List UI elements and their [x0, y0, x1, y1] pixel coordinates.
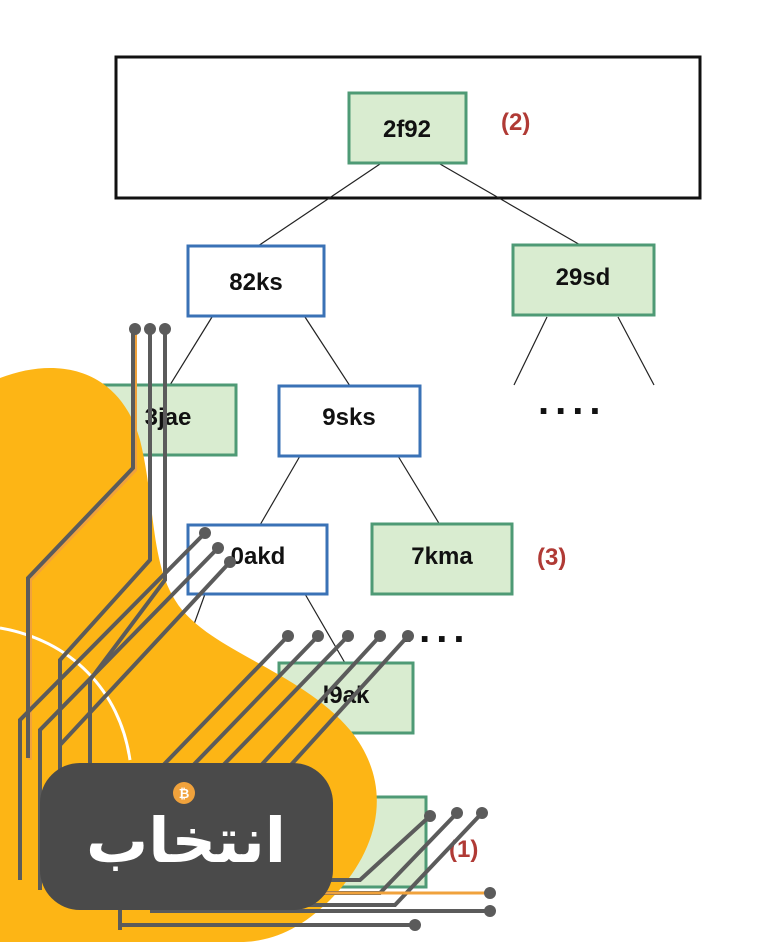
logo-text: انتخاب: [86, 804, 286, 877]
edge-root-left: [257, 163, 381, 247]
node-9sks: 9sks: [322, 404, 375, 431]
trace-dot: [409, 919, 421, 931]
trace-dot: [159, 323, 171, 335]
bitcoin-icon: ₿: [173, 782, 195, 804]
node-leftleft: 3jae: [145, 404, 192, 431]
trace-dot: [424, 810, 436, 822]
edge-0akd-l9ak: [304, 593, 346, 664]
trace-dot: [312, 630, 324, 642]
node-7kma-box: [370, 522, 514, 596]
trace-dot: [374, 630, 386, 642]
edge-9sks-0akd: [259, 455, 301, 526]
edge-right-ellipsis-a: [513, 316, 548, 386]
trace-dot: [484, 887, 496, 899]
node-7kma: 7kma: [411, 543, 473, 570]
watermark-white-arc: [0, 626, 132, 761]
trace-dot: [129, 323, 141, 335]
trace-2: [58, 330, 152, 770]
edge-root-right: [439, 163, 583, 247]
trace-dot: [484, 905, 496, 917]
node-0akd-box: [186, 523, 329, 596]
node-root-box: [347, 91, 468, 165]
node-left-box: [186, 244, 326, 318]
trace-dot: [402, 630, 414, 642]
logo-badge-bg: [40, 763, 333, 910]
node-right: 29sd: [556, 264, 611, 291]
node-9sks-box: [277, 384, 422, 458]
trace-1b: [26, 328, 135, 758]
trace-dot: [144, 323, 156, 335]
logo-badge: انتخاب ₿: [40, 763, 333, 910]
edge-left-leftleft: [169, 316, 213, 386]
node-left: 82ks: [229, 269, 282, 296]
annotation-root: (2): [501, 109, 530, 136]
trace-dot: [212, 542, 224, 554]
circuit-nodes: [129, 323, 496, 931]
annotation-leaf: (1): [449, 836, 478, 863]
svg-text:₿: ₿: [179, 787, 190, 802]
trace-dot: [342, 630, 354, 642]
edge-9sks-7kma: [397, 455, 441, 526]
annotation-sibling: (3): [537, 544, 566, 571]
trace-dot: [451, 807, 463, 819]
node-0akd: 0akd: [231, 543, 286, 570]
ellipsis-lower-branch: ....: [402, 607, 470, 651]
watermark-overlay: انتخاب ₿: [0, 323, 496, 942]
node-root: 2f92: [383, 116, 431, 143]
trace-4: [18, 531, 207, 880]
annotations: (2) (3) (1): [449, 109, 566, 863]
trace-dot: [224, 556, 236, 568]
trace-dot: [199, 527, 211, 539]
trace-dot: [476, 807, 488, 819]
ellipsis-right-branch: ....: [538, 379, 606, 423]
root-highlight-frame: [114, 55, 702, 200]
trace-dot: [282, 630, 294, 642]
node-right-box: [511, 243, 656, 317]
trace-3: [88, 330, 167, 780]
edge-left-leftright: [304, 316, 351, 387]
edge-right-ellipsis-b: [617, 316, 655, 386]
